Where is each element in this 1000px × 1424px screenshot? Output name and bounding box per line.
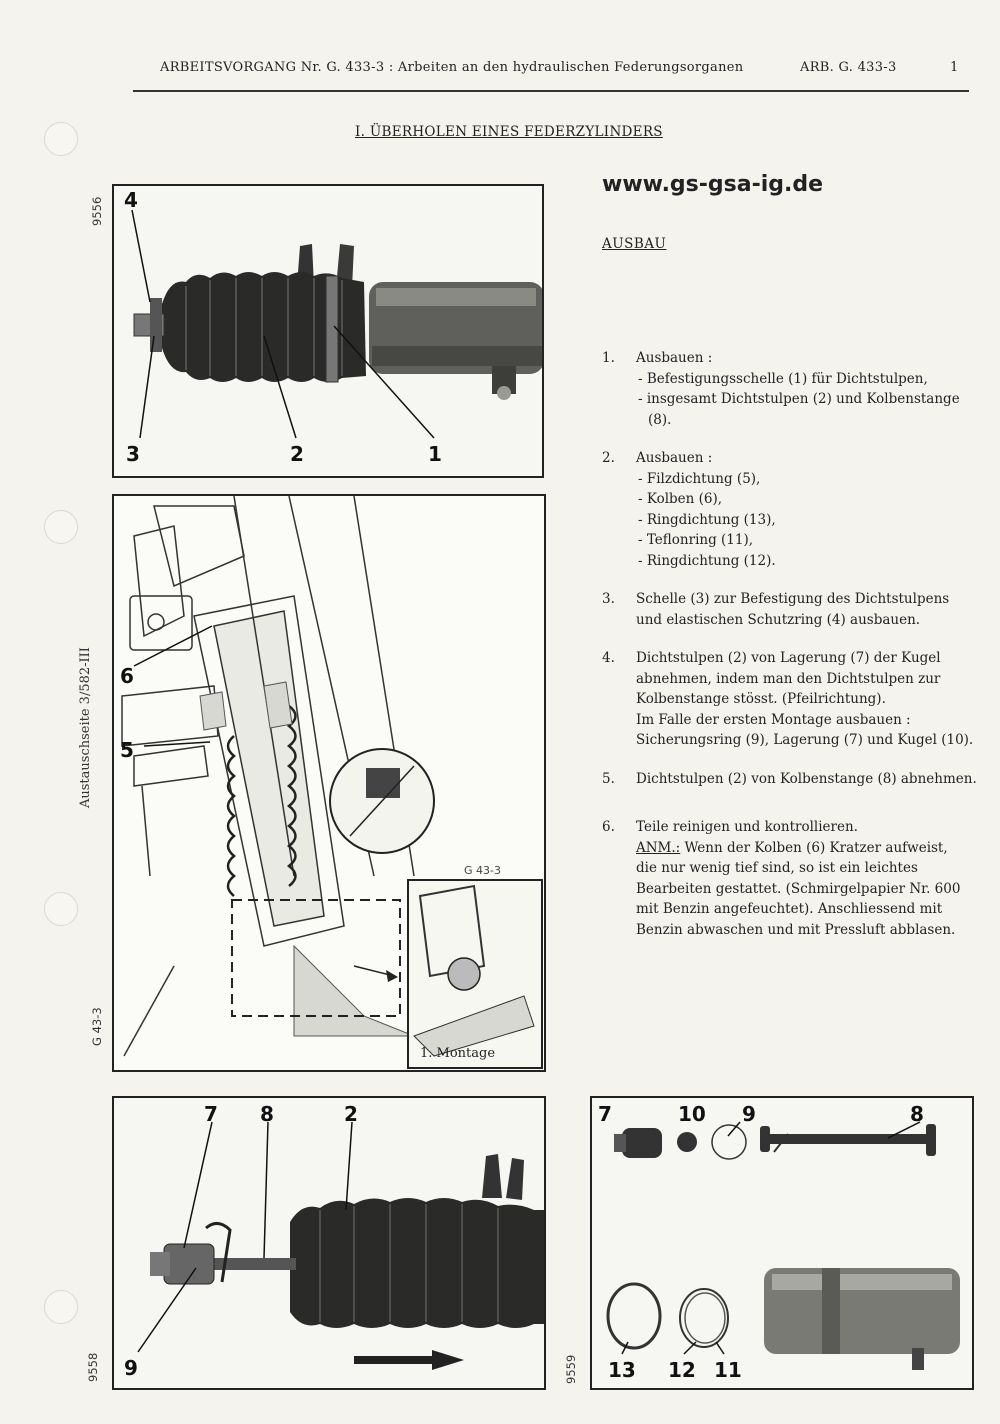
step-4: 4. Dichtstulpen (2) von Lagerung (7) der… (602, 648, 982, 751)
step-line: Teile reinigen und kontrollieren. (636, 819, 858, 835)
note-line: Benzin abwaschen und mit Pressluft abbla… (636, 921, 956, 938)
note-line: die nur wenig tief sind, so ist ein leic… (636, 860, 918, 876)
step-line: Im Falle der ersten Montage ausbauen : (636, 711, 911, 728)
step-sub: - Kolben (6), (638, 491, 723, 507)
callout-9: 9 (742, 1102, 756, 1126)
binder-hole (44, 1290, 78, 1324)
step-sub: - Befestigungsschelle (1) für Dichtstulp… (638, 370, 928, 387)
callout-8: 8 (910, 1102, 924, 1126)
step-sub: - Ringdichtung (12). (638, 552, 776, 569)
step-line: Dichtstulpen (2) von Lagerung (7) der Ku… (636, 650, 941, 666)
figure-cross-section: 6 5 G 43-3 1. Montage (112, 494, 546, 1072)
step-sub: (8). (648, 411, 672, 428)
step-line: Sicherungsring (9), Lagerung (7) und Kug… (636, 732, 974, 748)
cylinder-assembly-illustration (114, 186, 542, 476)
ref-g433: G 43-3 (90, 1007, 104, 1046)
step-sub: - Teflonring (11), (638, 532, 754, 548)
callout-5: 5 (120, 738, 134, 762)
ausbau-heading: AUSBAU (602, 236, 667, 252)
step-number: 1. (602, 350, 615, 366)
step-line: Ausbauen : (636, 450, 713, 466)
note-line: Bearbeiten gestattet. (Schmirgelpapier N… (636, 880, 961, 897)
note-label: ANM.: (636, 839, 681, 856)
callout-8: 8 (260, 1102, 274, 1126)
step-line: und elastischen Schutzring (4) ausbauen. (636, 611, 921, 628)
step-sub: - Filzdichtung (5), (638, 470, 761, 487)
callout-12: 12 (668, 1358, 696, 1382)
ref-9558: 9558 (86, 1352, 100, 1382)
step-sub: - insgesamt Dichtstulpen (2) und Kolbens… (638, 391, 960, 407)
header-rule (133, 90, 969, 92)
cross-section-illustration (114, 496, 544, 1070)
section-title: I. ÜBERHOLEN EINES FEDERZYLINDERS (355, 124, 663, 140)
step-6: 6. Teile reinigen und kontrollieren. ANM… (602, 817, 982, 940)
callout-6: 6 (120, 664, 134, 688)
ref-9559: 9559 (564, 1354, 578, 1384)
binder-hole (44, 122, 78, 156)
inset-ref: G 43-3 (464, 864, 501, 877)
note-text: Wenn der Kolben (6) Kratzer aufweist, (680, 839, 948, 856)
step-line: Ausbauen : (636, 350, 713, 366)
figure-bellows-rod: 7 8 2 9 (112, 1096, 546, 1390)
callout-7: 7 (598, 1102, 612, 1126)
step-2: 2. Ausbauen : - Filzdichtung (5), - Kolb… (602, 448, 982, 571)
bellows-rod-illustration (114, 1098, 544, 1388)
step-1: 1. Ausbauen : - Befestigungsschelle (1) … (602, 348, 982, 430)
step-line: Dichtstulpen (2) von Kolbenstange (8) ab… (636, 770, 977, 787)
instruction-steps: 1. Ausbauen : - Befestigungsschelle (1) … (602, 348, 982, 950)
step-3: 3. Schelle (3) zur Befestigung des Dicht… (602, 589, 982, 630)
callout-3: 3 (126, 442, 140, 466)
montage-label: 1. Montage (420, 1046, 496, 1061)
callout-11: 11 (714, 1358, 742, 1382)
step-5: 5. Dichtstulpen (2) von Kolbenstange (8)… (602, 769, 982, 790)
step-number: 5. (602, 770, 615, 787)
parts-layout-illustration (592, 1098, 972, 1388)
callout-2: 2 (290, 442, 304, 466)
step-number: 6. (602, 819, 615, 835)
callout-10: 10 (678, 1102, 706, 1126)
figure-parts-layout: 7 10 9 8 13 12 11 (590, 1096, 974, 1390)
callout-1: 1 (428, 442, 442, 466)
callout-2: 2 (344, 1102, 358, 1126)
website-watermark: www.gs-gsa-ig.de (602, 172, 824, 197)
callout-9: 9 (124, 1356, 138, 1380)
note-line: mit Benzin angefeuchtet). Anschliessend … (636, 901, 943, 917)
note-first-line: ANM.: Wenn der Kolben (6) Kratzer aufwei… (636, 838, 982, 859)
step-line: abnehmen, indem man den Dichtstulpen zur (636, 670, 941, 687)
header-title: ARBEITSVORGANG Nr. G. 433-3 : Arbeiten a… (160, 60, 744, 75)
step-line: Schelle (3) zur Befestigung des Dichtstu… (636, 591, 950, 607)
step-line: Kolbenstange stösst. (Pfeilrichtung). (636, 691, 886, 707)
ref-9556: 9556 (90, 196, 104, 226)
binder-hole (44, 892, 78, 926)
austauschseite-label: Austauschseite 3/582-III (78, 647, 93, 808)
callout-7: 7 (204, 1102, 218, 1126)
header-ref: ARB. G. 433-3 (800, 60, 897, 75)
step-number: 2. (602, 450, 615, 466)
step-number: 3. (602, 591, 615, 607)
binder-hole (44, 510, 78, 544)
step-sub: - Ringdichtung (13), (638, 511, 776, 528)
callout-4: 4 (124, 188, 138, 212)
figure-cylinder-assembly: 4 3 2 1 (112, 184, 544, 478)
page-number: 1 (950, 60, 959, 75)
callout-13: 13 (608, 1358, 636, 1382)
step-number: 4. (602, 650, 615, 666)
